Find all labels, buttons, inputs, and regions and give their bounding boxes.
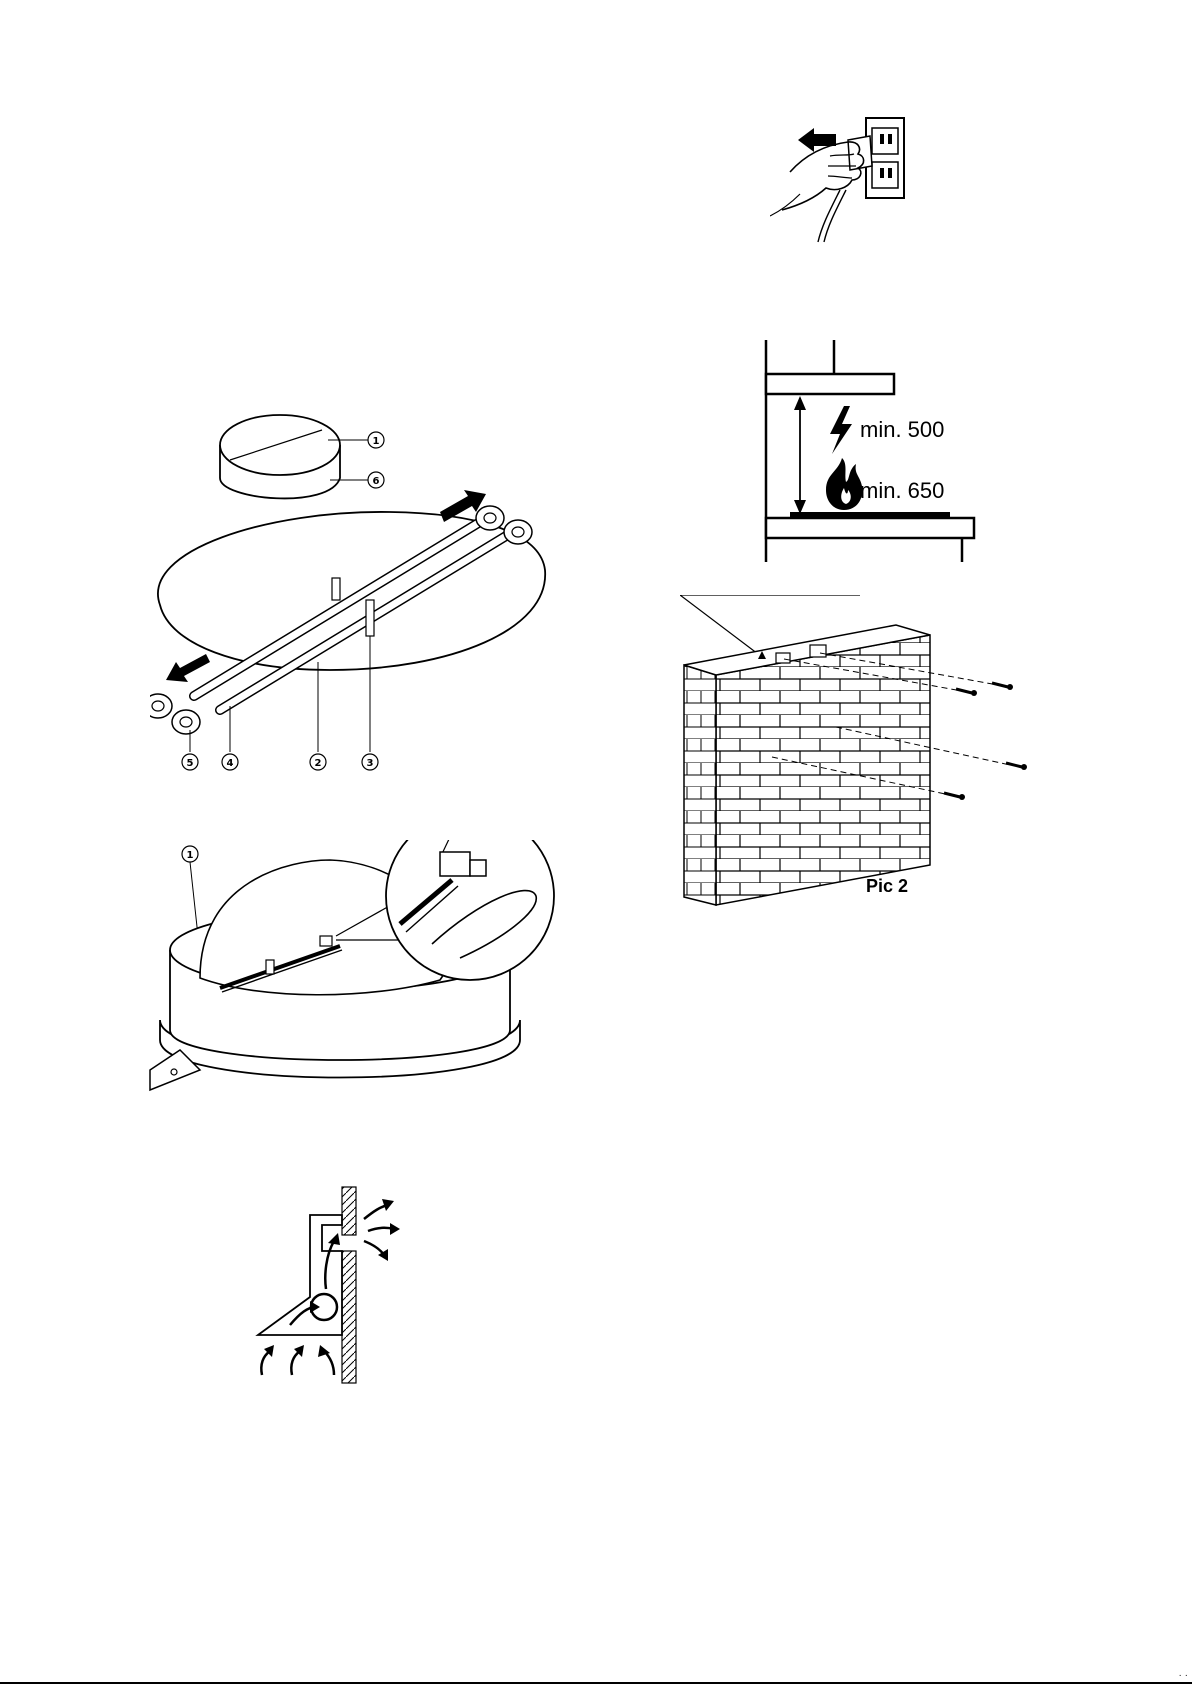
wall-section xyxy=(342,1187,356,1235)
clearance-diagram: min. 500 min. 650 xyxy=(760,340,1000,570)
damper-exploded-diagram: 1 6 5 4 2 3 xyxy=(150,400,590,830)
screw-icon xyxy=(1006,763,1027,770)
brick-wall-face xyxy=(716,635,930,905)
svg-text:6: 6 xyxy=(373,476,380,487)
damper-assembled-diagram: 1 xyxy=(140,840,600,1140)
screw-icon xyxy=(992,683,1013,690)
airflow-arrow-icon xyxy=(364,1241,384,1255)
airflow-arrow-icon xyxy=(261,1351,270,1375)
airflow-arrow-icon xyxy=(291,1351,300,1375)
svg-text:1: 1 xyxy=(373,436,380,447)
pull-arrow-icon xyxy=(798,128,836,152)
hood-shelf xyxy=(766,374,894,394)
bushing xyxy=(476,506,504,530)
bushing xyxy=(172,710,200,734)
damper-flap xyxy=(158,512,545,670)
airflow-arrow-icon xyxy=(364,1205,388,1219)
svg-text:3: 3 xyxy=(367,758,374,769)
pin xyxy=(332,578,340,600)
unplug-illustration xyxy=(770,110,920,245)
svg-text:4: 4 xyxy=(227,758,234,769)
gas-clearance-label: min. 650 xyxy=(860,478,944,503)
bushing xyxy=(504,520,532,544)
pic-caption: Pic 2 xyxy=(866,876,908,896)
airflow-arrow-icon xyxy=(324,1351,334,1375)
page-mark: · · xyxy=(1179,1670,1188,1681)
airflow-diagram xyxy=(250,1185,450,1385)
page-bottom-rule xyxy=(0,1682,1192,1684)
ring-cap xyxy=(220,415,340,498)
brick-wall-side xyxy=(684,665,716,905)
plug xyxy=(848,136,872,170)
pin xyxy=(366,600,374,636)
svg-text:5: 5 xyxy=(187,758,194,769)
push-arrow-icon xyxy=(166,654,210,682)
svg-text:1: 1 xyxy=(187,850,194,861)
mounting-bracket xyxy=(810,645,826,657)
screw-icon xyxy=(944,793,965,800)
wall-mounting-diagram: Pic 2 xyxy=(680,595,1040,915)
hob-surface xyxy=(766,518,974,538)
bushing xyxy=(150,694,172,718)
electric-clearance-label: min. 500 xyxy=(860,417,944,442)
cable xyxy=(818,190,840,242)
screw-icon xyxy=(956,689,977,696)
svg-text:2: 2 xyxy=(315,758,322,769)
electric-lightning-icon xyxy=(830,406,852,454)
